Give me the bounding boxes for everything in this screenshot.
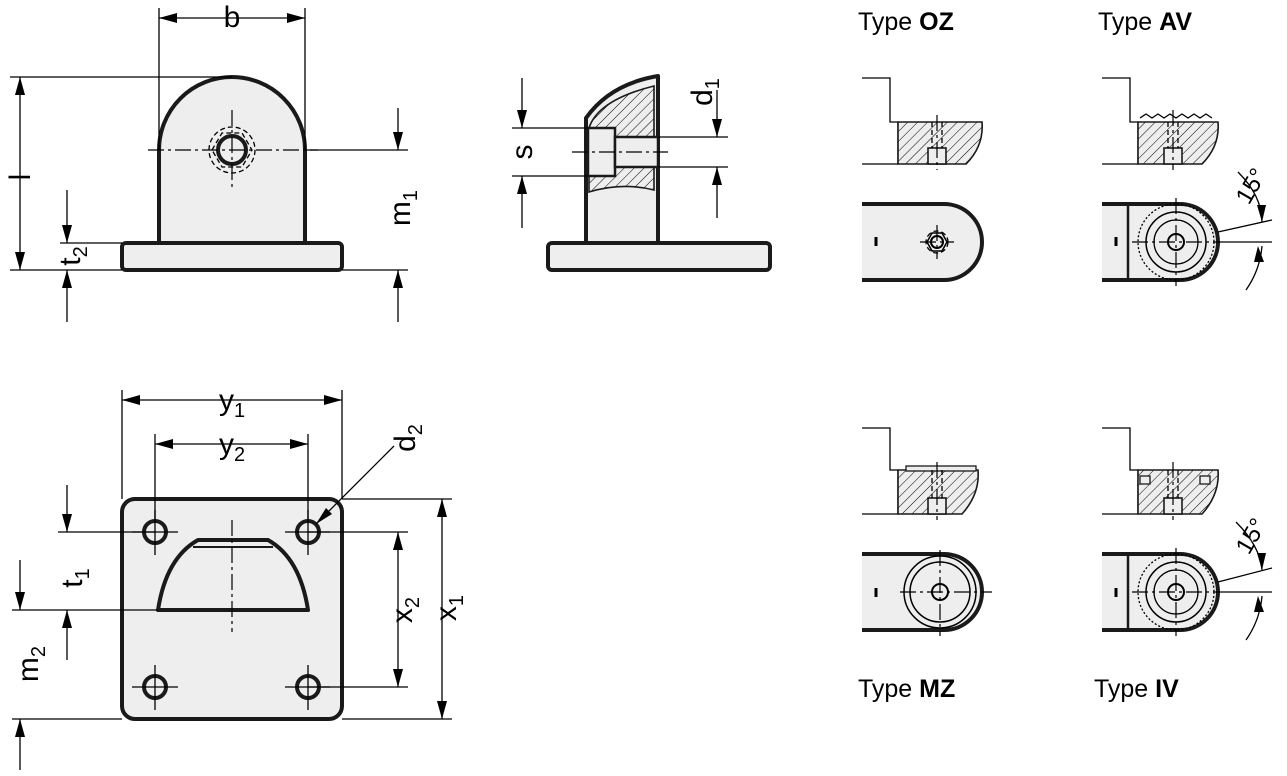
svg-text:d1: d1 — [686, 78, 724, 106]
label-x2: x2 — [386, 597, 424, 623]
side-base-plate — [546, 241, 772, 272]
type-iv-detail: 15° Type IV — [1094, 427, 1273, 703]
label-d2: d2 — [389, 424, 427, 452]
svg-text:t2: t2 — [54, 246, 92, 265]
top-view: y1 y2 d2 t1 m2 — [12, 384, 468, 770]
type-av-detail: Type AV 15° — [1098, 8, 1273, 291]
label-y2: y2 — [219, 428, 245, 466]
label-t1: t1 — [56, 568, 94, 587]
svg-text:m2: m2 — [12, 646, 50, 682]
top-upright-outline — [156, 538, 310, 612]
type-oz-title: Type OZ — [858, 8, 954, 36]
label-m1: m1 — [384, 190, 422, 226]
type-mz-title: Type MZ — [858, 675, 955, 703]
type-mz-detail: Type MZ — [858, 427, 992, 703]
type-av-title: Type AV — [1098, 8, 1192, 36]
label-t2: t2 — [54, 246, 92, 265]
side-section-view: s d1 — [506, 74, 772, 272]
type-iv-title: Type IV — [1094, 675, 1179, 703]
angle-av: 15° — [1231, 164, 1273, 209]
svg-text:x1: x1 — [430, 595, 468, 621]
label-d1: d1 — [686, 78, 724, 106]
label-x1: x1 — [430, 595, 468, 621]
label-b: b — [224, 1, 241, 34]
angle-iv: 15° — [1231, 514, 1273, 559]
front-view: b l t2 m1 — [4, 1, 422, 322]
label-m2: m2 — [12, 646, 50, 682]
front-base-plate — [120, 241, 344, 272]
label-l: l — [4, 174, 37, 181]
type-oz-detail: Type OZ — [858, 8, 984, 282]
label-s: s — [506, 145, 539, 160]
svg-text:d2: d2 — [389, 424, 427, 452]
svg-text:m1: m1 — [384, 190, 422, 226]
svg-text:x2: x2 — [386, 597, 424, 623]
svg-text:t1: t1 — [56, 568, 94, 587]
label-y1: y1 — [219, 384, 245, 422]
